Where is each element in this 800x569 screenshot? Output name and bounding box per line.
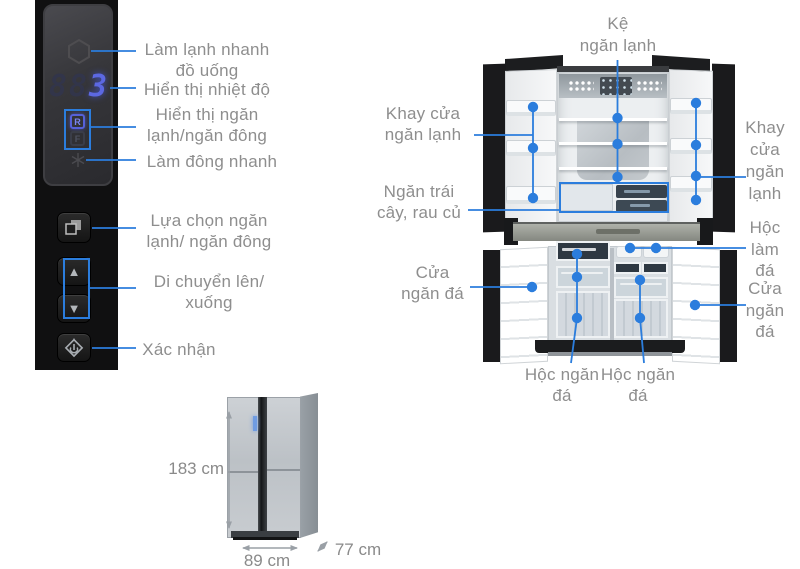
door-bin (670, 98, 712, 114)
fridge-door-edge-top-left (483, 63, 506, 233)
door-bin (670, 176, 712, 192)
label-compartment-display: Hiển thị ngăn lạnh/ngăn đông (146, 105, 268, 145)
temperature-display: 883 (47, 70, 109, 104)
closed-fridge-side (300, 393, 318, 538)
ice-drawer-front-right (642, 262, 668, 274)
drawer-label-mark (624, 190, 650, 193)
door-bin (670, 138, 712, 154)
label-quick-freeze: Làm đông nhanh (146, 152, 278, 171)
freezer-drawer-mid-right (614, 277, 668, 298)
fridge-door-edge-top-right (712, 63, 735, 233)
interior-control-box (600, 77, 632, 95)
closed-fridge-feet (233, 537, 297, 540)
label-confirm: Xác nhận (142, 340, 216, 359)
glass-shelf (559, 142, 667, 145)
vegetable-drawer (559, 184, 613, 211)
fridge-cabinet-top (557, 66, 669, 74)
down-arrow-icon: ▼ (67, 301, 81, 316)
label-temperature-display: Hiển thị nhiệt độ (143, 80, 271, 99)
ice-tray-right (643, 246, 669, 258)
door-bin (506, 100, 556, 116)
depth-arrow (317, 541, 328, 552)
closed-fridge-center-strip (258, 397, 267, 538)
freezer-door-edge-left (483, 250, 501, 362)
label-freezer-drawer-right: Hộc ngăn đá (600, 365, 676, 405)
quick-freeze-snowflake-icon (71, 153, 85, 167)
display-value: 3 (88, 69, 109, 104)
label-veg-drawer: Ngăn trái cây, rau củ (376, 182, 462, 222)
fridge-base (548, 352, 672, 356)
led-lights-right (636, 80, 662, 92)
compartment-select-button (57, 212, 91, 243)
glass-shelf (559, 118, 667, 121)
label-fridge-shelf: Kệ ngăn lạnh (579, 14, 657, 55)
label-freezer-door-left: Cửa ngăn đá (401, 263, 464, 303)
drawer-label-mark (630, 204, 650, 207)
label-ice-maker: Hộc làm đá (749, 218, 781, 280)
door-bin (506, 186, 556, 204)
freezer-drawer-mid-left (556, 266, 610, 288)
freezer-drawer-big-right (614, 299, 668, 338)
fridge-indicator: R (70, 114, 85, 129)
ice-tray-left (616, 246, 642, 258)
up-arrow-icon: ▲ (67, 264, 81, 279)
drawer-highlight (562, 248, 596, 251)
quick-cool-hexagon-icon (68, 38, 90, 64)
label-freezer-drawer-left: Hộc ngăn đá (524, 365, 600, 405)
dimension-height: 183 cm (168, 459, 224, 478)
door-bin (506, 140, 556, 156)
closed-fridge-door-split-right (267, 469, 300, 471)
divider-handle (596, 229, 640, 234)
closed-fridge-door-split-left (228, 471, 258, 473)
confirm-diamond-icon (64, 338, 84, 357)
dimension-depth: 77 cm (334, 540, 382, 559)
down-button: ▼ (57, 294, 91, 323)
back-panel-pouch (577, 121, 649, 180)
ice-drawer-front-left (614, 262, 641, 274)
freezer-drawer-display (556, 241, 610, 261)
label-door-tray-right: Khay cửa ngăn lạnh (745, 118, 785, 203)
label-move-up-down: Di chuyển lên/ xuống (153, 272, 265, 312)
display-ghost-digits: 88 (48, 69, 89, 104)
freezer-drawer-big-left (556, 291, 610, 338)
label-door-tray-left: Khay cửa ngăn lạnh (384, 104, 462, 144)
closed-fridge-display (253, 416, 257, 431)
led-lights-left (568, 80, 594, 92)
label-quick-drink-cooling: Làm lạnh nhanh đồ uống (144, 40, 270, 80)
closed-fridge-plinth (231, 531, 299, 538)
drawer-highlight (620, 283, 662, 285)
label-freezer-door-right: Cửa ngăn đá (745, 279, 785, 341)
overlapping-squares-icon (65, 220, 81, 235)
drawer-highlight (561, 272, 603, 274)
confirm-button (57, 333, 91, 362)
up-button: ▲ (57, 257, 91, 286)
mid-hinge-right (697, 218, 713, 245)
label-compartment-select: Lựa chọn ngăn lạnh/ ngăn đông (146, 211, 272, 251)
freezer-door-edge-right (719, 250, 737, 362)
glass-shelf (559, 167, 667, 170)
dimension-width: 89 cm (243, 551, 291, 569)
freezer-column-gap (610, 248, 614, 344)
freezer-indicator: F (70, 131, 85, 146)
crisper-front-strip (559, 212, 667, 221)
